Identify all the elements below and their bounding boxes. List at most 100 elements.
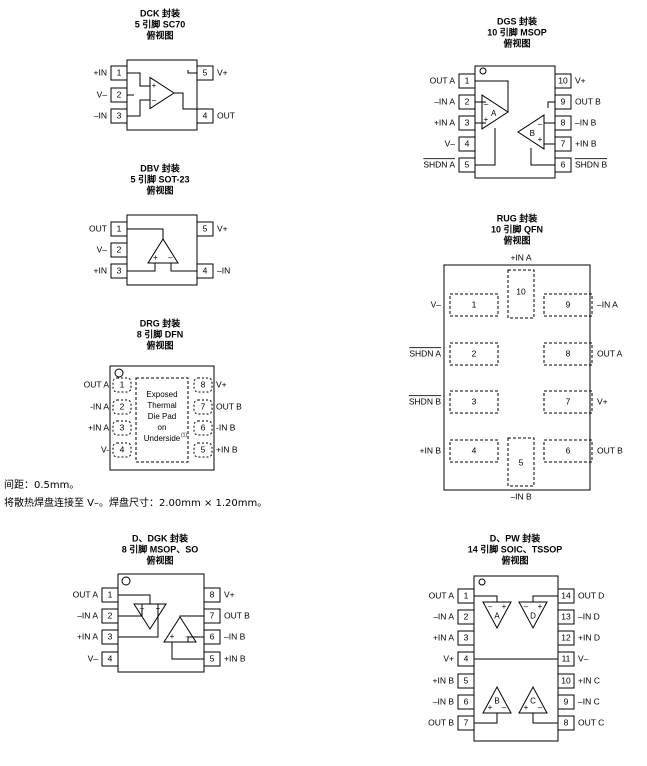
pin-number: 7 <box>210 610 215 620</box>
pin-name: OUT <box>89 223 107 233</box>
pin-number: 5 <box>203 223 208 233</box>
pin-name: OUT D <box>578 590 604 600</box>
pw-opamp-c: +–C <box>518 685 558 724</box>
pin-number: 7 <box>201 401 206 411</box>
dgs-pin-7: 7+IN B <box>554 136 597 152</box>
drg-title-line-3: 俯视图 <box>146 339 173 350</box>
opamp-plus-sign: + <box>488 703 493 712</box>
pin-number: 14 <box>561 590 571 600</box>
dgk-wire-a-plus <box>118 604 159 638</box>
pin-box <box>193 442 213 458</box>
dck-wire-in-plus <box>127 72 150 87</box>
pin-name: OUT B <box>597 445 623 455</box>
pw-pin-10: 10+IN C <box>557 673 600 689</box>
dgk-pin-2: 2–IN A <box>77 608 119 624</box>
drg-pin-6: 6-IN B <box>193 420 236 436</box>
dgs-opamp-b: –+B <box>517 101 555 166</box>
pin-name: OUT A <box>73 589 99 599</box>
pin-name: SHDN A <box>423 159 455 169</box>
pin-name: –IN <box>94 110 107 120</box>
pin-box <box>196 221 214 237</box>
pin-box <box>557 694 575 710</box>
pw-pin-14: 14 OUT D <box>557 588 604 604</box>
opamp-minus-sign: – <box>168 253 173 262</box>
dbv-title-line-2: 5 引脚 SOT-23 <box>130 173 189 184</box>
pin-name: V– <box>431 299 442 309</box>
dgs-pin-3: 3 +IN A <box>434 115 476 131</box>
rug-pin-3: 3 SHDN B <box>409 390 499 414</box>
pin-number: 2 <box>117 244 122 254</box>
thermal-pad-note: 将散热焊盘连接至 V–。焊盘尺寸：2.00mm × 1.20mm。 <box>4 498 268 509</box>
pin-box <box>457 609 475 625</box>
dbv-opamp: +– <box>127 228 197 272</box>
drg-pin1-marker <box>114 368 124 378</box>
pin-name: OUT C <box>578 717 604 727</box>
dgs-wire-shdn-b <box>530 148 555 166</box>
opamp-minus-sign: – <box>538 703 543 712</box>
dgk-wire-b-minus <box>187 636 204 642</box>
pin-number: 4 <box>464 653 469 663</box>
dgs-title-line-3: 俯视图 <box>503 37 530 48</box>
opamp-label: C <box>530 696 536 705</box>
pin-number: 2 <box>464 611 469 621</box>
pin-number: 10 <box>516 286 526 296</box>
dck-title-line-3: 俯视图 <box>146 29 173 40</box>
rug-title-line-1: RUG 封装 <box>497 212 539 223</box>
opamp-plus-sign: + <box>538 135 543 144</box>
pw-pin-8: 8 OUT C <box>557 715 604 731</box>
pin-name: SHDN B <box>575 159 607 169</box>
opamp-triangle <box>481 94 509 130</box>
pin-number: 3 <box>108 631 113 641</box>
pin-name: V– <box>97 244 108 254</box>
drg-pin-3: 3+IN A <box>88 420 132 436</box>
pin-number: 13 <box>561 611 571 621</box>
pin-pad <box>507 269 535 319</box>
pin-name: V+ <box>217 223 228 233</box>
pin-number: 4 <box>203 110 208 120</box>
pin-box <box>193 377 213 393</box>
dgs-wire-a-out <box>475 80 509 112</box>
pin-name: SHDN A <box>409 348 441 358</box>
pin-number: 3 <box>465 117 470 127</box>
pin-number: 4 <box>203 265 208 275</box>
rug-body <box>443 264 591 491</box>
pin-name: +IN D <box>578 632 600 642</box>
thermal-pad-text-line-3: Die Pad <box>148 412 176 421</box>
pw-pin-9: 9–IN C <box>557 694 600 710</box>
pin-name: SHDN B <box>409 396 441 406</box>
pin-name: OUT A <box>597 348 623 358</box>
pin-name: –IN C <box>578 696 600 706</box>
pw-title-line-3: 俯视图 <box>501 554 528 565</box>
dbv-pin-1: 1 OUT <box>89 221 128 237</box>
pin-name: +IN A <box>434 117 455 127</box>
dgk-wire-a-out <box>118 594 151 604</box>
pin-number: 1 <box>117 223 122 233</box>
dgk-body <box>117 573 205 673</box>
pw-opamp-d: –+D <box>474 595 558 660</box>
pin-number: 6 <box>210 631 215 641</box>
pin-number: 1 <box>464 590 469 600</box>
dgs-wire-shdn-a <box>475 128 496 166</box>
dgs-wire-b-out <box>547 101 555 108</box>
dck-pin-3: 3–IN <box>94 108 128 124</box>
thermal-pad-footnote: (1) <box>181 432 187 438</box>
dgs-pin-2: 2–IN A <box>434 94 476 110</box>
dgs-title-line-1: DGS 封装 <box>497 15 538 26</box>
pin-number: 8 <box>564 717 569 727</box>
pin-box <box>193 399 213 415</box>
dgk-pin-3: 3+IN A <box>77 629 119 645</box>
drg-body <box>109 365 215 471</box>
dck-title-line-1: DCK 封装 <box>140 7 181 18</box>
opamp-minus-sign: – <box>488 602 493 611</box>
pin-box <box>557 630 575 646</box>
dbv-wire-in-plus <box>127 263 156 272</box>
pin-box <box>112 377 132 393</box>
pin-number: 3 <box>472 396 477 406</box>
dbv-wire-out <box>127 228 164 239</box>
pin-number: 7 <box>566 396 571 406</box>
